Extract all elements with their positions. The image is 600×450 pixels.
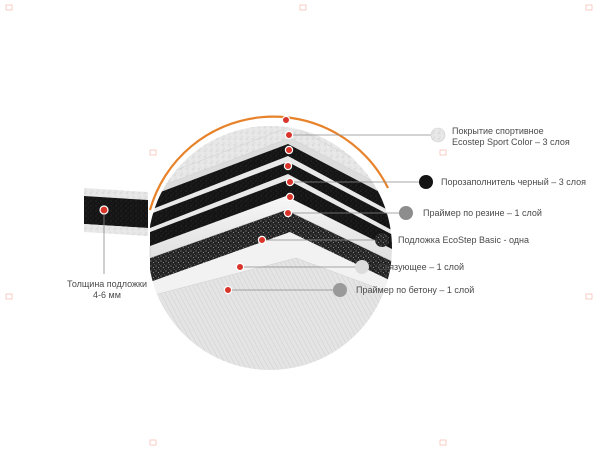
swatch-sport-coating — [430, 127, 446, 143]
marker-sport-coating-3 — [284, 145, 294, 155]
layer-markers — [223, 115, 295, 295]
swatch-rubber-primer — [399, 206, 413, 220]
label-rubber-primer: Праймер по резине – 1 слой — [423, 208, 542, 218]
thickness-marker — [99, 205, 109, 215]
swatch-underlay — [375, 233, 389, 247]
label-black-filler: Порозаполнитель черный – 3 слоя — [441, 177, 587, 187]
swatch-concrete-primer — [333, 283, 347, 297]
marker-concrete-primer — [223, 285, 233, 295]
marker-sport-coating-1 — [281, 115, 291, 125]
thickness-sample — [84, 188, 148, 274]
label-sport-coating: Покрытие спортивное Ecostep Sport Color … — [452, 126, 570, 148]
label-sport-coating-line1: Покрытие спортивное — [452, 126, 544, 136]
swatch-binder — [355, 260, 369, 274]
watermark-icons — [5, 4, 593, 446]
label-sport-coating-line2: Ecostep Sport Color – 3 слоя — [452, 137, 570, 147]
marker-rubber-primer — [283, 208, 293, 218]
marker-underlay — [257, 235, 267, 245]
label-binder: Связующее – 1 слой — [378, 262, 465, 272]
callout-lines — [232, 134, 434, 291]
swatch-black-filler — [419, 175, 433, 189]
marker-filler-2 — [285, 177, 295, 187]
thickness-label-line1: Толщина подложки — [67, 279, 147, 289]
label-concrete-primer: Праймер по бетону – 1 слой — [356, 285, 475, 295]
marker-binder — [235, 262, 245, 272]
label-underlay: Подложка EcoStep Basic - одна — [398, 235, 530, 245]
marker-filler-1 — [283, 161, 293, 171]
thickness-label: Толщина подложки 4-6 мм — [52, 279, 162, 301]
layers-cutaway — [148, 126, 392, 370]
material-swatches — [333, 127, 446, 297]
marker-sport-coating-2 — [284, 130, 294, 140]
thickness-label-line2: 4-6 мм — [93, 290, 121, 300]
marker-filler-3 — [285, 192, 295, 202]
accent-arc — [148, 115, 389, 211]
